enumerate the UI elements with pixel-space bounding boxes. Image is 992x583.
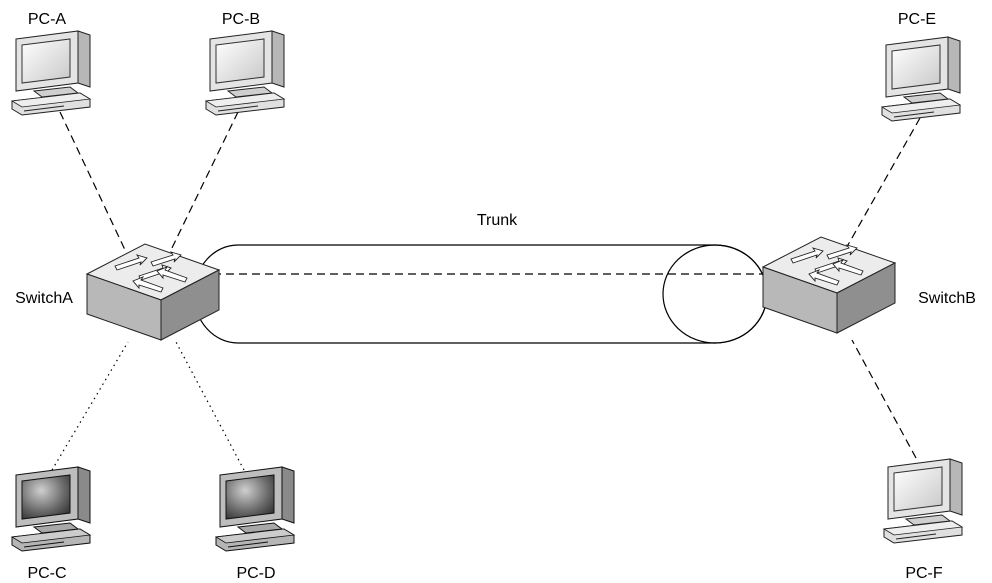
trunk-label: Trunk [477,212,518,229]
pc-e-icon[interactable] [881,36,961,122]
link-pc-f-switch-b [851,339,917,459]
link-pc-b-switch-a [169,111,239,253]
switch-a-label: SwitchA [15,290,73,307]
link-pc-e-switch-b [843,117,921,253]
pc-f-icon[interactable] [883,458,963,544]
pc-d-icon[interactable] [215,466,295,552]
switch-b-label: SwitchB [918,290,976,307]
pc-d-label: PC-D [236,565,275,582]
pc-f-label: PC-F [905,565,943,582]
pc-c-label: PC-C [27,565,66,582]
link-pc-c-switch-a [51,341,129,471]
switch-b-icon[interactable] [762,236,896,334]
link-pc-a-switch-a [59,111,127,253]
pc-a-label: PC-A [28,11,67,28]
trunk-tube [193,244,768,344]
pc-a-icon[interactable] [11,30,91,116]
link-pc-d-switch-a [175,341,245,471]
pc-c-icon[interactable] [11,466,91,552]
pc-e-label: PC-E [898,11,936,28]
switch-a-icon[interactable] [86,243,220,341]
pc-b-icon[interactable] [205,30,285,116]
pc-b-label: PC-B [222,11,260,28]
